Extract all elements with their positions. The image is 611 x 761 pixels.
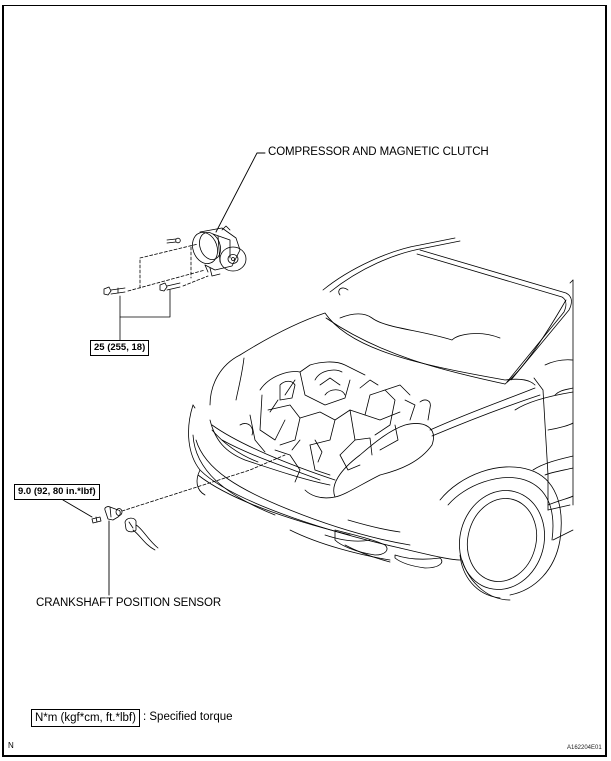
figure-id: A162204E01	[567, 745, 602, 751]
torque-legend-box: N*m (kgf*cm, ft.*lbf)	[31, 709, 140, 727]
engine-bay	[239, 361, 431, 483]
compressor-and-magnetic-clutch	[192, 152, 266, 277]
torque-legend-description: : Specified torque	[143, 711, 233, 723]
compressor-label: COMPRESSOR AND MAGNETIC CLUTCH	[268, 146, 489, 158]
compressor-bolts	[103, 237, 209, 341]
sensor-torque-spec: 9.0 (92, 80 in.*lbf)	[14, 484, 100, 500]
compressor-torque-spec: 25 (255, 18)	[90, 340, 150, 356]
corner-mark: N	[8, 741, 14, 750]
diagram-frame	[2, 5, 607, 757]
sensor-label: CRANKSHAFT POSITION SENSOR	[36, 597, 222, 609]
car-front-view	[188, 237, 574, 601]
crankshaft-position-sensor	[62, 454, 286, 596]
